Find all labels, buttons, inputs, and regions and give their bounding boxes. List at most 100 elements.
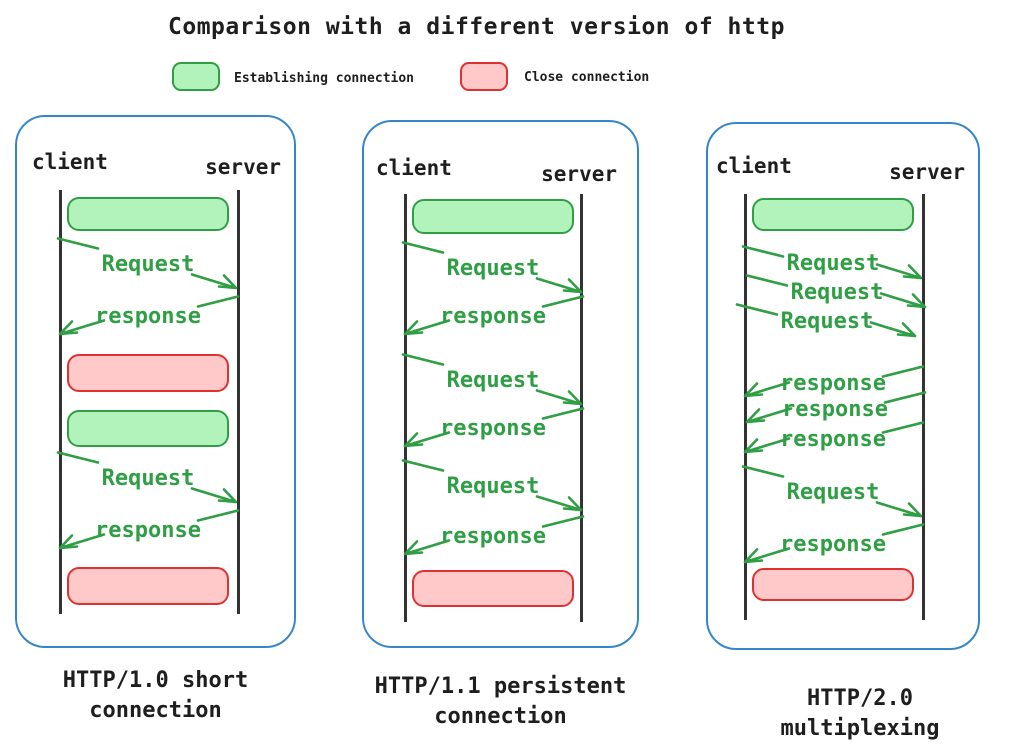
server-label: server — [205, 155, 281, 179]
message-tail-icon — [56, 451, 100, 464]
server-label: server — [889, 160, 965, 184]
arrowhead-right-icon — [875, 501, 923, 518]
arrowhead-left-icon — [745, 407, 793, 424]
arrowhead-left-icon — [743, 437, 791, 454]
establish-connection-box — [412, 199, 574, 234]
panel-http10: client server Request response Request r… — [15, 115, 296, 648]
response-label: response — [782, 397, 888, 422]
message-tail-icon — [735, 303, 779, 316]
response-label: response — [440, 524, 546, 549]
request-label: Request — [446, 474, 540, 499]
request-label: Request — [786, 480, 880, 505]
sequence-area: Request response Request response Reques… — [401, 194, 585, 622]
message-tail-icon — [881, 365, 925, 378]
message-tail-icon — [883, 391, 927, 404]
request-label: Request — [101, 252, 195, 277]
message-tail-icon — [745, 274, 789, 287]
establish-connection-box — [67, 410, 229, 447]
establish-legend-label: Establishing connection — [234, 71, 415, 86]
request-label: Request — [446, 256, 540, 281]
request-label: Request — [790, 280, 884, 305]
arrowhead-right-icon — [535, 277, 583, 294]
message-tail-icon — [196, 295, 240, 308]
close-legend-label: Close connection — [524, 70, 650, 85]
panel-http11: client server Request response Request r… — [362, 120, 639, 648]
arrowhead-right-icon — [879, 292, 927, 309]
request-message: Request — [401, 456, 583, 514]
response-label: response — [780, 427, 886, 452]
establish-connection-swatch-icon — [172, 62, 220, 91]
arrowhead-left-icon — [743, 381, 791, 398]
response-message: response — [743, 520, 925, 566]
arrowhead-left-icon — [743, 547, 791, 564]
response-message: response — [745, 388, 927, 426]
caption-line: HTTP/1.0 short — [62, 668, 249, 693]
establish-connection-box — [67, 197, 229, 231]
close-connection-box — [752, 568, 914, 601]
message-tail-icon — [541, 295, 585, 308]
caption-line: HTTP/1.1 persistent — [374, 674, 627, 699]
message-tail-icon — [541, 515, 585, 528]
response-message: response — [743, 362, 925, 400]
panel-http20: client server Request Request Request re… — [706, 122, 980, 650]
caption-http20: HTTP/2.0 multiplexing — [723, 684, 997, 744]
message-tail-icon — [741, 245, 785, 258]
request-label: Request — [446, 368, 540, 393]
request-message: Request — [56, 448, 238, 506]
caption-http10: HTTP/1.0 short connection — [15, 666, 296, 726]
server-label: server — [541, 162, 617, 186]
arrowhead-left-icon — [403, 431, 451, 448]
response-message: response — [743, 418, 925, 456]
client-lifeline — [59, 190, 62, 614]
message-tail-icon — [196, 509, 240, 522]
arrowhead-right-icon — [190, 487, 238, 504]
arrowhead-left-icon — [58, 533, 106, 550]
request-message: Request — [741, 462, 923, 520]
response-label: response — [95, 304, 201, 329]
caption-http11: HTTP/1.1 persistent connection — [362, 672, 639, 732]
request-message: Request — [401, 350, 583, 408]
response-message: response — [403, 292, 585, 338]
message-tail-icon — [541, 407, 585, 420]
message-tail-icon — [401, 459, 445, 472]
message-tail-icon — [56, 237, 100, 250]
close-connection-box — [412, 570, 574, 607]
response-label: response — [780, 371, 886, 396]
sequence-area: Request Request Request response respons… — [735, 194, 927, 620]
request-label: Request — [780, 309, 874, 334]
server-lifeline — [237, 190, 240, 614]
request-message: Request — [741, 242, 923, 282]
arrowhead-right-icon — [875, 263, 923, 280]
arrowhead-right-icon — [535, 495, 583, 512]
establish-connection-box — [752, 198, 914, 231]
response-label: response — [440, 304, 546, 329]
message-tail-icon — [881, 523, 925, 536]
close-connection-box — [67, 567, 229, 605]
request-message: Request — [745, 271, 927, 311]
request-label: Request — [101, 466, 195, 491]
message-tail-icon — [881, 421, 925, 434]
arrowhead-left-icon — [58, 319, 106, 336]
close-connection-swatch-icon — [460, 62, 508, 91]
message-tail-icon — [741, 465, 785, 478]
arrowhead-right-icon — [869, 321, 917, 338]
request-message: Request — [56, 234, 238, 292]
caption-line: HTTP/2.0 multiplexing — [780, 686, 940, 741]
message-tail-icon — [401, 241, 445, 254]
diagram-title: Comparison with a different version of h… — [168, 14, 785, 40]
request-message: Request — [735, 300, 917, 340]
response-label: response — [780, 532, 886, 557]
close-connection-box — [67, 354, 229, 392]
request-message: Request — [401, 238, 583, 296]
response-message: response — [58, 506, 240, 552]
arrowhead-left-icon — [403, 539, 451, 556]
arrowhead-right-icon — [190, 273, 238, 290]
sequence-area: Request response Request response — [56, 190, 240, 614]
caption-line: connection — [434, 704, 567, 729]
response-message: response — [403, 404, 585, 450]
arrowhead-right-icon — [535, 389, 583, 406]
caption-line: connection — [89, 698, 222, 723]
request-label: Request — [786, 251, 880, 276]
response-message: response — [58, 292, 240, 338]
client-lifeline — [744, 194, 747, 620]
